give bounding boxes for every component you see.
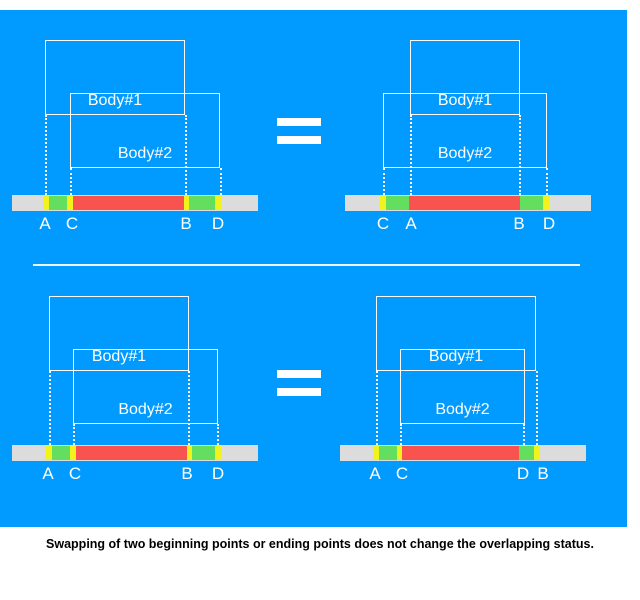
- dropline-c: [73, 424, 75, 445]
- dropline-a: [410, 115, 412, 195]
- dropline-d: [220, 168, 222, 195]
- point-label-a: A: [369, 464, 381, 483]
- segment-red-overlap: [73, 196, 185, 210]
- body1-label: Body#1: [428, 348, 484, 365]
- marker-c: [397, 446, 402, 460]
- panel-top-left: Body#1 Body#2 A C B D: [0, 18, 300, 258]
- point-label-b: B: [513, 214, 525, 233]
- point-label-b: B: [180, 214, 192, 233]
- marker-d: [215, 446, 221, 460]
- body2-label: Body#2: [117, 145, 173, 162]
- body1-label: Body#1: [437, 92, 493, 109]
- point-label-d: D: [542, 214, 556, 233]
- timeline-bar: [340, 445, 586, 461]
- equals-bar-bottom: [277, 388, 321, 396]
- dropline-d: [217, 424, 219, 445]
- marker-b: [187, 446, 192, 460]
- equals-sign-top: [277, 118, 321, 144]
- segment-green-left: [379, 446, 400, 460]
- timeline-bar: [12, 445, 258, 461]
- timeline-bar: [12, 195, 258, 211]
- dropline-a: [376, 371, 378, 445]
- dropline-c: [400, 424, 402, 445]
- body2-label: Body#2: [437, 145, 493, 162]
- segment-green-right: [188, 446, 217, 460]
- point-label-b: B: [537, 464, 549, 483]
- equals-sign-bottom: [277, 370, 321, 396]
- body1-label: Body#1: [87, 92, 143, 109]
- segment-green-right: [519, 446, 536, 460]
- section-divider: [33, 264, 580, 266]
- point-label-d: D: [211, 214, 225, 233]
- point-label-c: C: [68, 464, 82, 483]
- dropline-a: [45, 115, 47, 195]
- point-label-c: C: [65, 214, 79, 233]
- segment-red-overlap: [76, 446, 188, 460]
- segment-green-left: [386, 196, 412, 210]
- segment-green-left: [52, 446, 73, 460]
- equals-bar-top: [277, 370, 321, 378]
- point-label-a: A: [405, 214, 417, 233]
- marker-c: [70, 446, 76, 460]
- marker-d: [543, 196, 549, 210]
- body2-box: Body#2: [73, 349, 218, 424]
- dropline-b: [185, 115, 187, 195]
- body1-box: Body#1: [49, 296, 189, 371]
- figure-caption: Swapping of two beginning points or endi…: [46, 537, 594, 551]
- marker-d: [215, 196, 221, 210]
- body1-box: Body#1: [410, 40, 520, 115]
- marker-a: [373, 446, 379, 460]
- dropline-b: [519, 115, 521, 195]
- point-label-c: C: [376, 214, 390, 233]
- panel-bottom-right: Body#1 Body#2 A C D B: [312, 268, 612, 508]
- panel-top-right: Body#1 Body#2 C A B D: [312, 18, 612, 258]
- marker-c: [380, 196, 386, 210]
- dropline-c: [383, 168, 385, 195]
- point-label-d: D: [211, 464, 225, 483]
- body2-box: Body#2: [70, 93, 220, 168]
- equals-bar-bottom: [277, 136, 321, 144]
- marker-a: [43, 196, 49, 210]
- panel-bottom-left: Body#1 Body#2 A C B D: [0, 268, 300, 508]
- marker-b: [184, 196, 189, 210]
- body1-box: Body#1: [45, 40, 185, 115]
- marker-b: [534, 446, 540, 460]
- marker-a: [46, 446, 52, 460]
- body2-label: Body#2: [118, 401, 173, 418]
- segment-red-overlap: [409, 196, 520, 210]
- body2-label: Body#2: [435, 401, 490, 418]
- marker-c: [67, 196, 73, 210]
- dropline-d: [523, 424, 525, 445]
- equals-bar-top: [277, 118, 321, 126]
- point-label-b: B: [181, 464, 193, 483]
- point-label-c: C: [395, 464, 409, 483]
- segment-green-right: [520, 196, 548, 210]
- body2-box: Body#2: [383, 93, 547, 168]
- segment-green-left: [49, 196, 70, 210]
- segment-green-right: [185, 196, 217, 210]
- dropline-b: [536, 371, 538, 445]
- timeline-bar: [345, 195, 591, 211]
- body1-label: Body#1: [91, 348, 147, 365]
- body1-box: Body#1: [376, 296, 536, 371]
- blue-background-panel: [0, 10, 627, 527]
- dropline-c: [70, 168, 72, 195]
- point-label-d: D: [516, 464, 530, 483]
- dropline-a: [49, 371, 51, 445]
- point-label-a: A: [39, 214, 51, 233]
- segment-red-overlap: [402, 446, 519, 460]
- body2-box: Body#2: [400, 349, 525, 424]
- point-label-a: A: [42, 464, 54, 483]
- dropline-b: [188, 371, 190, 445]
- dropline-d: [546, 168, 548, 195]
